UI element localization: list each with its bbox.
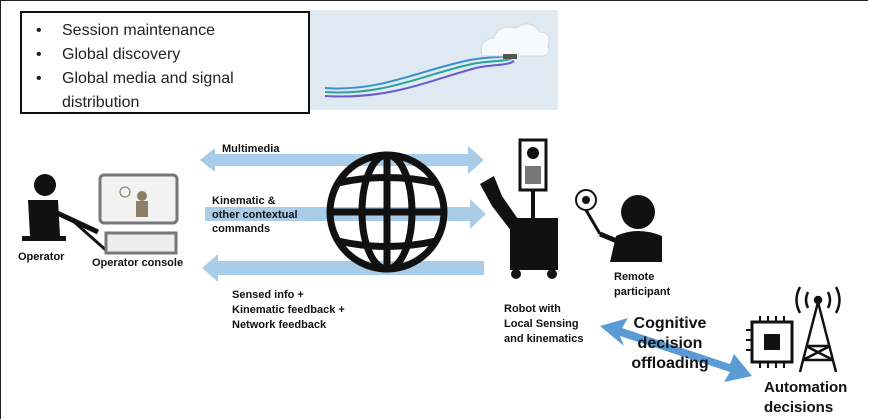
chip-icon: [746, 316, 794, 368]
remote-participant-icon: [575, 189, 662, 262]
robot-label-line2: Local Sensing: [504, 318, 579, 330]
cognitive-label-line2: decision: [637, 335, 703, 352]
multimedia-arrow: [200, 146, 484, 174]
sensed-arrow: [202, 254, 484, 282]
multimedia-label: Multimedia: [222, 143, 280, 155]
cloud-panel: [310, 10, 558, 110]
bullet-item: Session maintenance: [34, 19, 298, 43]
operator-icon: [22, 174, 109, 254]
sensed-label-line2: Kinematic feedback +: [232, 304, 345, 316]
kinematic-label-line1: Kinematic &: [212, 195, 276, 207]
operator-console-icon: [98, 173, 179, 255]
robot-label-line1: Robot with: [504, 303, 561, 315]
operator-label: Operator: [18, 251, 65, 263]
kinematic-label-line3: commands: [212, 223, 271, 235]
cognitive-label-line1: Cognitive: [633, 315, 707, 332]
bullet-item: Global discovery: [34, 43, 298, 67]
antenna-tower-icon: [795, 286, 841, 373]
automation-label-line2: decisions: [764, 399, 834, 416]
sensed-label-line3: Network feedback: [232, 319, 327, 331]
operator-console-label: Operator console: [92, 257, 184, 269]
automation-label-line1: Automation: [764, 379, 848, 396]
robot-icon: [480, 138, 558, 279]
bullet-item: Global media and signal distribution: [34, 67, 298, 115]
cloud-icon: [324, 23, 550, 98]
capabilities-box: Session maintenance Global discovery Glo…: [20, 11, 310, 114]
cognitive-label-line3: offloading: [631, 355, 709, 372]
cognitive-offloading-arrow: [600, 318, 752, 382]
remote-participant-label-line2: participant: [614, 286, 671, 298]
kinematic-label-line2: other contextual: [212, 209, 298, 221]
sensed-label-line1: Sensed info +: [232, 289, 304, 301]
globe-icon: [326, 151, 448, 273]
remote-participant-label-line1: Remote: [614, 271, 655, 283]
robot-label-line3: and kinematics: [504, 333, 584, 345]
